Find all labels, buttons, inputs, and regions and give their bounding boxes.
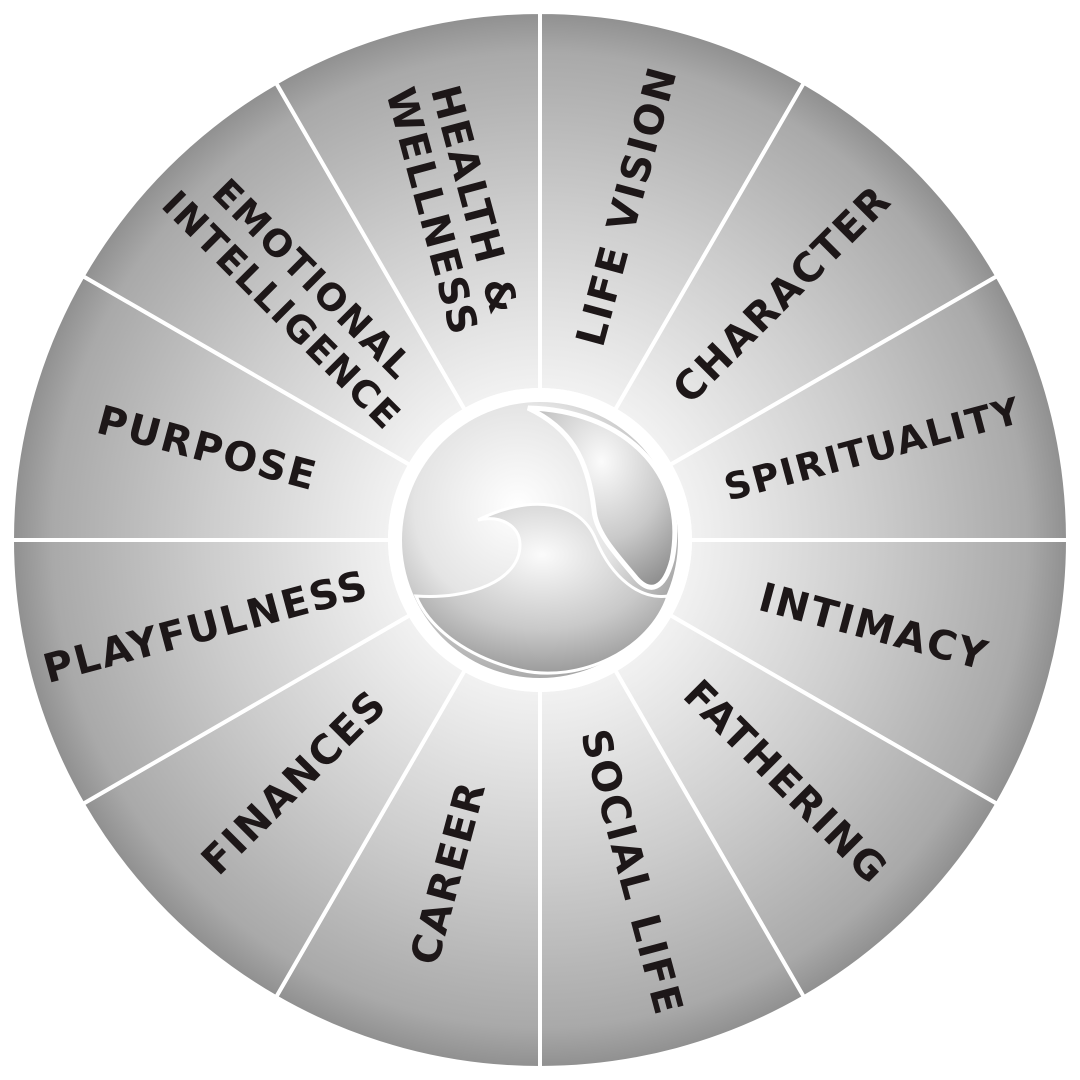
center-hub <box>388 388 692 692</box>
segments <box>9 9 1071 1071</box>
swirl-logo-icon <box>413 405 678 675</box>
